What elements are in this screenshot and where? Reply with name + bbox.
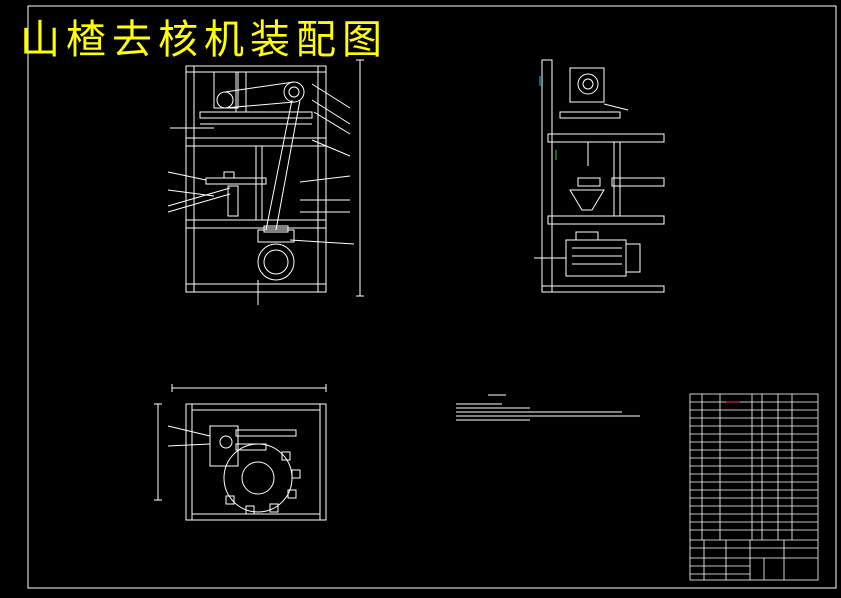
drawing-title: 山楂去核机装配图 (20, 17, 388, 63)
title-block (689, 393, 819, 581)
color-accents (539, 76, 740, 403)
sheet-border (27, 5, 837, 589)
top-view (154, 384, 327, 521)
front-view (167, 59, 364, 305)
technical-notes (456, 394, 640, 421)
side-view (534, 59, 665, 293)
